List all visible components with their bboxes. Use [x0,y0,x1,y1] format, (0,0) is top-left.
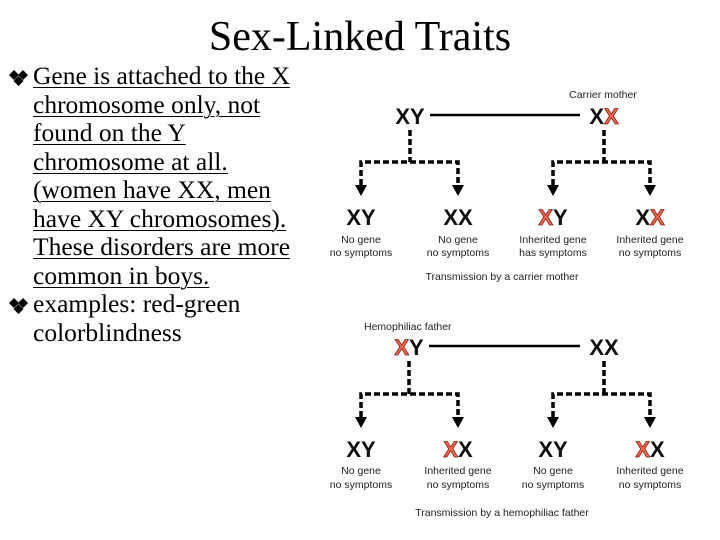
arrow-head-icon [547,417,559,428]
child-genotype: XY [538,205,568,230]
child-genotype: XY [346,205,376,230]
allele: X [589,104,604,129]
allele: X [589,335,604,360]
child-genotype: XX [443,205,473,230]
child-gene-status: Inherited gene [519,234,586,246]
child-symptom-status: no symptoms [427,247,489,259]
allele: Y [361,437,376,462]
branch-line [359,160,460,185]
allele: X [650,437,665,462]
affected-allele: X [635,437,650,462]
diamond-bullet-icon [9,70,28,86]
child-symptom-status: no symptoms [330,247,392,259]
child-genotype: XX [443,437,473,462]
branch-line [551,160,652,185]
child-gene-status: Inherited gene [616,234,683,246]
parent-label: Hemophiliac father [364,321,452,333]
allele: X [604,335,619,360]
branch-line [359,392,460,417]
affected-allele: X [443,437,458,462]
bullet-item-inheritance: Gene is attached to the X chromosome onl… [8,61,308,290]
allele: X [395,104,410,129]
parent-genotype: XY [394,335,424,360]
parent-genotype: XX [589,104,619,129]
child-symptom-status: no symptoms [330,479,392,491]
allele: X [538,437,553,462]
bullet-list: Gene is attached to the X chromosome onl… [8,61,308,347]
child-genotype: XX [635,437,665,462]
child-gene-status: No gene [341,234,381,246]
arrow-head-icon [644,417,656,428]
allele: X [458,205,473,230]
child-genotype: XY [346,437,376,462]
affected-allele: X [394,335,409,360]
bullet-text-examples: examples: red-green colorblindness [33,289,241,347]
allele: X [346,205,361,230]
child-gene-status: Inherited gene [424,465,491,477]
child-gene-status: No gene [341,465,381,477]
diamond-bullet-icon [9,298,28,314]
child-gene-status: No gene [438,234,478,246]
allele: X [635,205,650,230]
allele: Y [410,104,425,129]
arrow-head-icon [547,185,559,196]
allele: Y [553,437,568,462]
parent-genotype: XX [589,335,619,360]
child-symptom-status: no symptoms [427,479,489,491]
allele: Y [409,335,424,360]
arrow-head-icon [452,185,464,196]
slide-title: Sex-Linked Traits [208,14,512,60]
allele: X [443,205,458,230]
child-symptom-status: no symptoms [619,479,681,491]
child-symptom-status: no symptoms [619,247,681,259]
affected-allele: X [650,205,665,230]
allele: X [346,437,361,462]
affected-allele: X [604,104,619,129]
bullet-text-inheritance: Gene is attached to the X chromosome onl… [33,61,291,290]
panel-caption: Transmission by a carrier mother [425,271,579,283]
child-symptom-status: has symptoms [519,247,587,259]
allele: Y [553,205,568,230]
arrow-head-icon [355,185,367,196]
parent-label: Carrier mother [569,89,637,101]
arrow-head-icon [452,417,464,428]
bullet-item-examples: examples: red-green colorblindness [8,289,308,347]
affected-allele: X [538,205,553,230]
child-gene-status: Inherited gene [616,465,683,477]
arrow-head-icon [355,417,367,428]
allele: Y [361,205,376,230]
branch-line [551,392,652,417]
child-genotype: XX [635,205,665,230]
panel-caption: Transmission by a hemophiliac father [415,507,589,519]
parent-genotype: XY [395,104,425,129]
allele: X [458,437,473,462]
child-symptom-status: no symptoms [522,479,584,491]
child-gene-status: No gene [533,465,573,477]
arrow-head-icon [644,185,656,196]
child-genotype: XY [538,437,568,462]
